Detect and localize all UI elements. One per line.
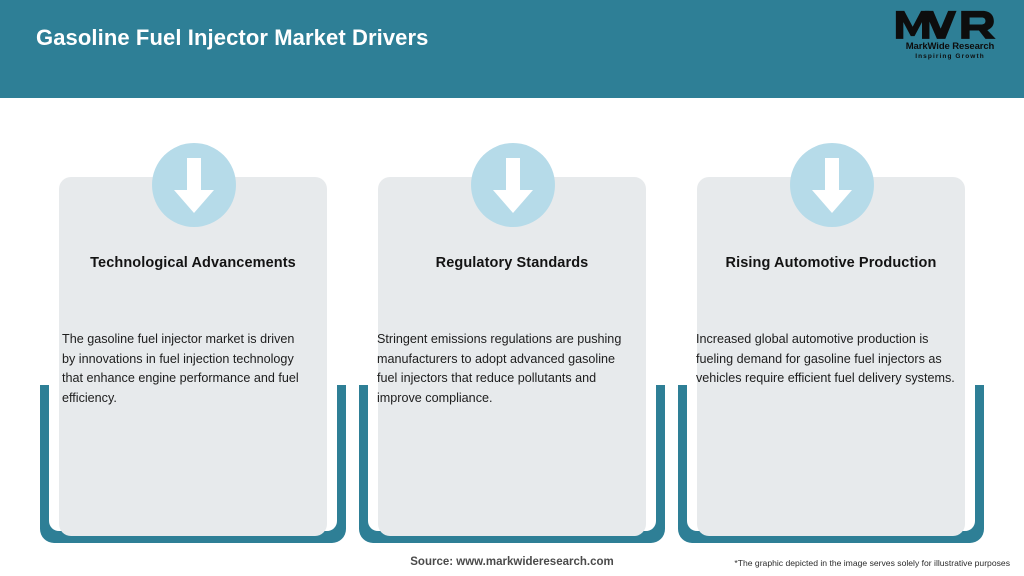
- card-body-text: Increased global automotive production i…: [696, 332, 955, 386]
- brand-logo: MarkWide Research Inspiring Growth: [894, 8, 1006, 66]
- card-title: Technological Advancements: [90, 255, 296, 271]
- driver-card-1: Technological Advancements The gasoline …: [40, 143, 346, 543]
- card-panel: [697, 177, 965, 536]
- card-body-text: Stringent emissions regulations are push…: [377, 332, 622, 405]
- page-title: Gasoline Fuel Injector Market Drivers: [36, 25, 429, 50]
- driver-card-2: Regulatory Standards Stringent emissions…: [359, 143, 665, 543]
- card-panel: [378, 177, 646, 536]
- logo-company-name: MarkWide Research: [905, 41, 995, 52]
- card-title: Rising Automotive Production: [725, 255, 937, 271]
- card-body-text: The gasoline fuel injector market is dri…: [62, 332, 299, 405]
- header-band: [0, 0, 1024, 98]
- mwr-logo-icon: [895, 10, 996, 39]
- source-label: Source: www.markwideresearch.com: [410, 556, 614, 568]
- arrow-down-icon: [790, 143, 874, 227]
- arrow-down-icon: [471, 143, 555, 227]
- driver-card-3: Rising Automotive Production Increased g…: [678, 143, 984, 543]
- card-panel: [59, 177, 327, 536]
- arrow-down-icon: [152, 143, 236, 227]
- card-title: Regulatory Standards: [435, 255, 589, 271]
- disclaimer-label: *The graphic depicted in the image serve…: [734, 558, 1010, 568]
- logo-tagline: Inspiring Growth: [915, 53, 985, 60]
